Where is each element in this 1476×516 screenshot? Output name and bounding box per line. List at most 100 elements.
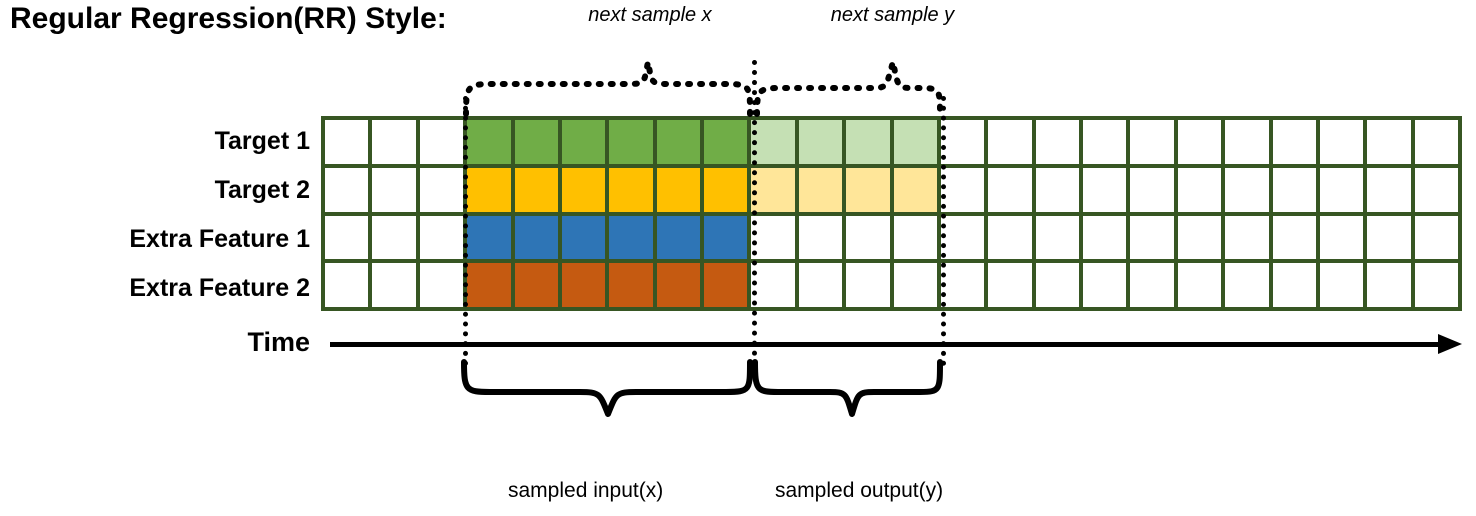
- grid-cell: [419, 167, 464, 212]
- time-axis: [330, 334, 1462, 354]
- grid-cell: [1083, 167, 1127, 212]
- caption-input-line1: sampled input(x): [508, 479, 664, 503]
- caption-input: sampled input(x) lookback=6 input_featur…: [508, 422, 707, 516]
- grid-cell: [1319, 120, 1364, 164]
- grid-cell: [1367, 120, 1411, 164]
- page-title: Regular Regression(RR) Style:: [10, 2, 447, 35]
- guide-line-input-end: [752, 60, 757, 366]
- grid-cell: [419, 120, 464, 164]
- grid-cell: [325, 215, 369, 260]
- grid-cell: [1035, 215, 1079, 260]
- grid-cell: [656, 167, 700, 212]
- grid-cell: [704, 215, 748, 260]
- grid-cell: [1130, 167, 1174, 212]
- grid-cell: [656, 120, 700, 164]
- grid-cell: [1272, 120, 1316, 164]
- grid-cell: [1414, 167, 1458, 212]
- time-axis-line: [330, 342, 1440, 347]
- grid-cell: [846, 120, 890, 164]
- grid-cell: [1035, 263, 1079, 307]
- row-label-extra-feature-2: Extra Feature 2: [129, 274, 310, 302]
- grid-cell: [1319, 263, 1364, 307]
- grid-cell: [561, 215, 606, 260]
- grid-cell: [798, 215, 843, 260]
- row-label-target-2: Target 2: [214, 176, 310, 204]
- grid-cell: [751, 263, 795, 307]
- grid-cell: [419, 263, 464, 307]
- grid-cell: [1177, 167, 1222, 212]
- grid-cell: [988, 120, 1032, 164]
- grid-cell: [419, 215, 464, 260]
- grid-cell: [372, 167, 416, 212]
- annotation-next-sample-y: next sample y: [830, 4, 955, 26]
- grid-cell: [988, 263, 1032, 307]
- grid-cell: [751, 215, 795, 260]
- grid-cell: [1130, 263, 1174, 307]
- top-brace-output: [754, 61, 943, 117]
- grid-cell: [940, 263, 985, 307]
- bottom-brace-input: [461, 359, 753, 417]
- caption-output: sampled output(y) horizon=4 output_featu…: [775, 422, 987, 516]
- grid-cell: [1414, 215, 1458, 260]
- grid-cell: [1225, 215, 1269, 260]
- grid-cell: [1130, 120, 1174, 164]
- grid-cell: [1130, 215, 1174, 260]
- grid-cell: [1319, 215, 1364, 260]
- grid-cell: [1177, 263, 1222, 307]
- grid-cell: [467, 167, 511, 212]
- time-arrow-icon: [1438, 334, 1462, 354]
- grid-cell: [704, 263, 748, 307]
- top-brace-input: [463, 61, 753, 117]
- grid-cell: [751, 120, 795, 164]
- grid-cell: [1177, 120, 1222, 164]
- grid-cell: [561, 167, 606, 212]
- time-axis-label: Time: [247, 327, 310, 357]
- grid-cell: [1414, 263, 1458, 307]
- annotation-next-sample-x: next sample x: [588, 4, 712, 26]
- guide-line-input-start: [463, 96, 468, 366]
- grid-cell: [514, 263, 558, 307]
- grid-cell: [798, 167, 843, 212]
- grid-cell: [988, 215, 1032, 260]
- grid-cell: [325, 120, 369, 164]
- grid-cell: [704, 120, 748, 164]
- grid-cell: [561, 120, 606, 164]
- grid-cell: [372, 215, 416, 260]
- grid-cell: [656, 215, 700, 260]
- grid-cell: [798, 120, 843, 164]
- grid-cell: [609, 167, 653, 212]
- grid-cell: [1367, 263, 1411, 307]
- grid-cell: [1414, 120, 1458, 164]
- grid-cell: [988, 167, 1032, 212]
- grid-cell: [467, 263, 511, 307]
- grid-cell: [893, 263, 937, 307]
- grid-cell: [940, 167, 985, 212]
- grid-cell: [1367, 167, 1411, 212]
- grid-cell: [1319, 167, 1364, 212]
- guide-line-output-end: [941, 96, 946, 366]
- grid-cell: [1083, 215, 1127, 260]
- grid-cell: [1083, 120, 1127, 164]
- grid-cell: [514, 167, 558, 212]
- grid-cell: [514, 215, 558, 260]
- grid-cell: [1272, 215, 1316, 260]
- grid-cell: [846, 167, 890, 212]
- grid-cell: [1225, 167, 1269, 212]
- grid-cell: [893, 215, 937, 260]
- grid-cell: [656, 263, 700, 307]
- timeseries-grid: [321, 116, 1462, 311]
- grid-cell: [751, 167, 795, 212]
- grid-cell: [609, 263, 653, 307]
- grid-cell: [893, 120, 937, 164]
- grid-cell: [1225, 120, 1269, 164]
- grid-cell: [467, 120, 511, 164]
- grid-cell: [1083, 263, 1127, 307]
- grid-cell: [940, 215, 985, 260]
- grid-cell: [609, 215, 653, 260]
- grid-cell: [1035, 167, 1079, 212]
- grid-cell: [1367, 215, 1411, 260]
- grid-cell: [1035, 120, 1079, 164]
- grid-cell: [846, 263, 890, 307]
- grid-cell: [798, 263, 843, 307]
